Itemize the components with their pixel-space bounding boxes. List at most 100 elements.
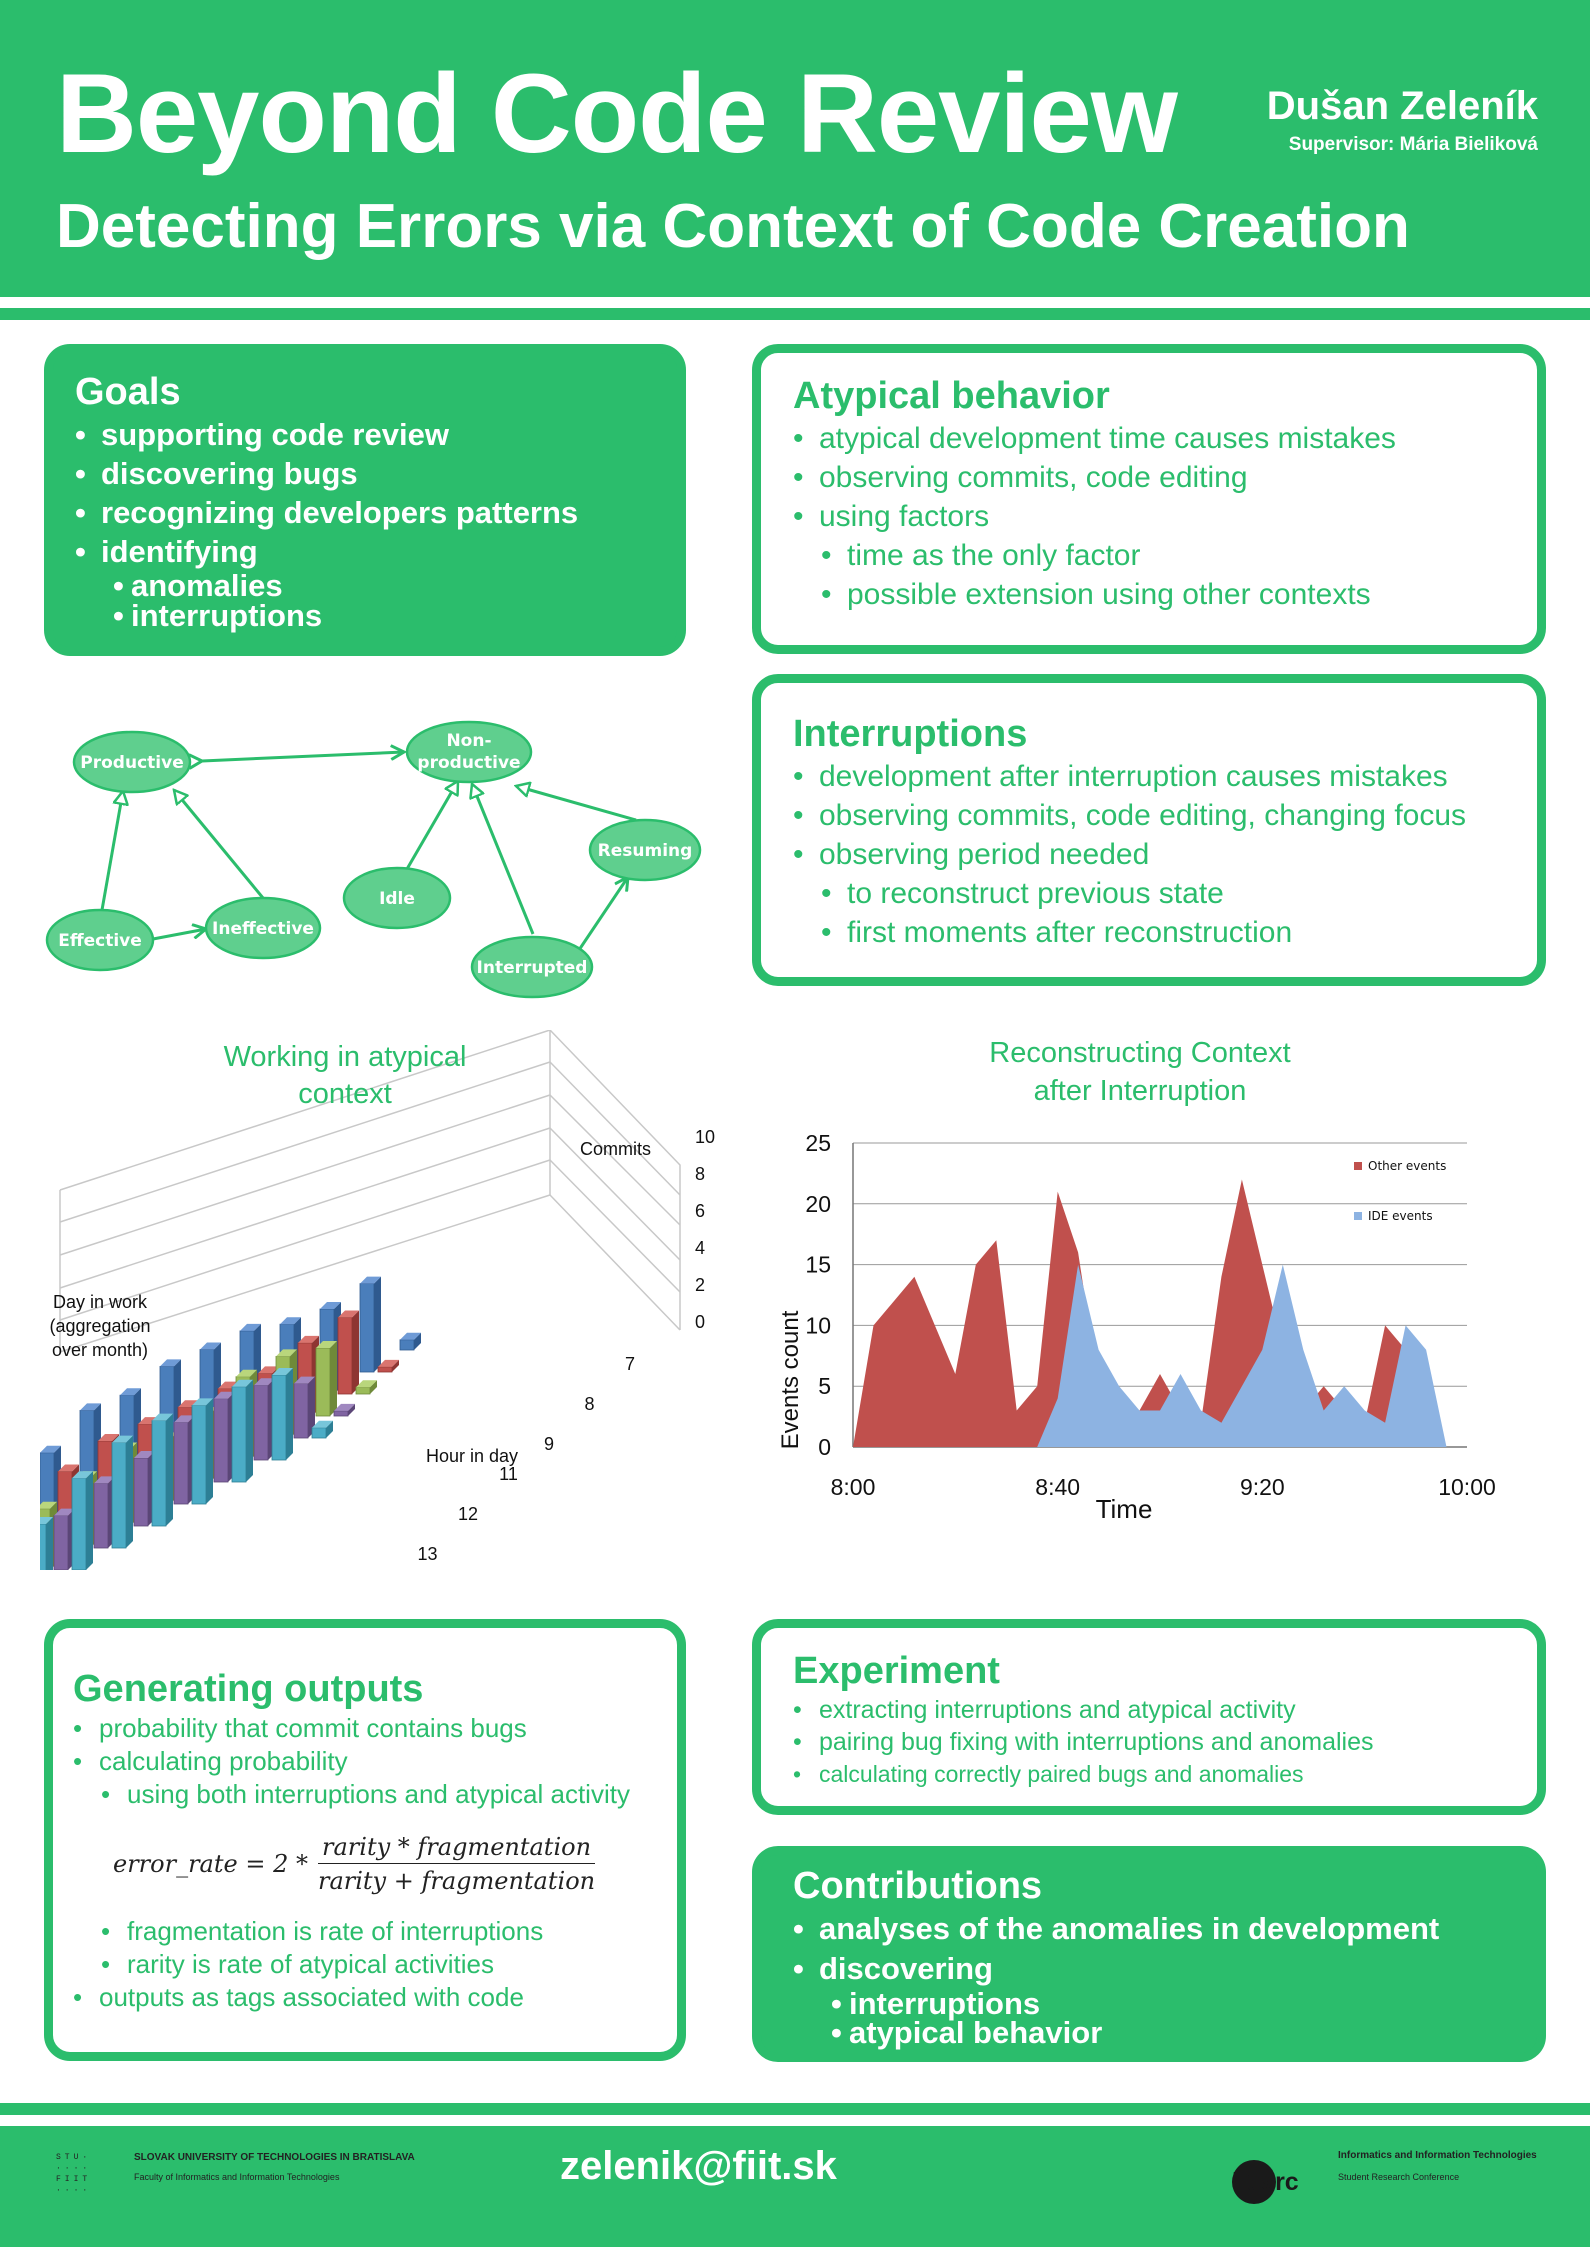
- node-ineffective: [204, 896, 322, 960]
- y-tick-label: 15: [805, 1252, 831, 1278]
- area-chart-title-line2: after Interruption: [1034, 1075, 1247, 1107]
- edge-productive-nonproductive: [202, 752, 404, 761]
- chart3d-y-axis-label-1: Day in work: [53, 1292, 148, 1312]
- university-name: SLOVAK UNIVERSITY OF TECHNOLOGIES IN BRA…: [134, 2152, 415, 2163]
- experiment-list: extracting interruptions and atypical ac…: [793, 1694, 1505, 1790]
- chart3d-bar: [337, 1310, 359, 1395]
- list-item: supporting code review: [75, 415, 655, 454]
- list-item: atypical development time causes mistake…: [793, 419, 1505, 458]
- list-item: extracting interruptions and atypical ac…: [793, 1694, 1505, 1726]
- edge-effective-productive: [100, 791, 123, 911]
- atypical-heading: Atypical behavior: [793, 375, 1110, 417]
- chart3d-bar: [355, 1380, 377, 1395]
- node-label-interrupted: Interrupted: [477, 958, 588, 978]
- x-tick-label: 10:00: [1438, 1474, 1496, 1500]
- chart3d-bar: [315, 1341, 337, 1417]
- formula-denominator: rarity + fragmentation: [317, 1866, 596, 1895]
- node-label-productive: Productive: [80, 753, 183, 773]
- chart3d-bar: [293, 1376, 315, 1439]
- outputs-list-a: probability that commit contains bugs ca…: [73, 1712, 657, 1811]
- list-subitem: to reconstruct previous state: [821, 874, 1505, 913]
- list-item: pairing bug fixing with interruptions an…: [793, 1726, 1505, 1758]
- list-item: development after interruption causes mi…: [793, 757, 1505, 796]
- x-tick-label: 9: [544, 1434, 554, 1454]
- x-tick-label: 8:40: [1035, 1474, 1080, 1500]
- contributions-list: analyses of the anomalies in development…: [793, 1909, 1505, 2048]
- list-subitem: time as the only factor: [821, 536, 1505, 575]
- node-resuming: [588, 818, 702, 882]
- chart3d-bar: [191, 1398, 213, 1505]
- goals-panel: Goals supporting code review discovering…: [44, 344, 686, 656]
- interruptions-list: development after interruption causes mi…: [793, 757, 1505, 952]
- outputs-heading: Generating outputs: [73, 1668, 424, 1710]
- z-tick-label: 10: [695, 1127, 715, 1147]
- edge-interrupted-nonproductive: [472, 784, 535, 935]
- list-subitem: rarity is rate of atypical activities: [101, 1948, 657, 1981]
- stu-fiit-logo: STU· ···· FIIT ····: [56, 2153, 92, 2195]
- series-ide-events-area: [853, 1264, 1467, 1447]
- z-tick-label: 2: [695, 1275, 705, 1295]
- goals-list: supporting code review discovering bugs …: [75, 415, 655, 631]
- list-subitem: fragmentation is rate of interruptions: [101, 1915, 657, 1948]
- chart3d-y-axis-label-3: over month): [52, 1340, 148, 1360]
- poster-subtitle: Detecting Errors via Context of Code Cre…: [56, 192, 1410, 261]
- list-subitem: interruptions: [831, 1988, 1505, 2019]
- atypical-context-3d-chart: Working in atypical context Commits 0246…: [40, 1030, 715, 1570]
- x-tick-label: 8:00: [831, 1474, 876, 1500]
- y-tick-label: 10: [805, 1312, 831, 1338]
- node-label-resuming: Resuming: [598, 841, 693, 861]
- edge-idle-nonproductive: [405, 781, 458, 870]
- z-tick-label: 0: [695, 1312, 705, 1332]
- reconstructing-context-area-chart: Reconstructing Context after Interruptio…: [777, 1037, 1496, 1524]
- chart3d-bars: [40, 1276, 421, 1570]
- chart3d-bar: [151, 1413, 173, 1527]
- chart3d-bar: [53, 1508, 75, 1570]
- chart3d-bar: [377, 1359, 399, 1373]
- list-item: calculating probability: [73, 1745, 657, 1778]
- list-subitem: anomalies: [113, 570, 655, 601]
- y-tick-label: 20: [805, 1191, 831, 1217]
- x-tick-label: 11: [499, 1464, 518, 1484]
- edge-ineffective-productive: [174, 790, 265, 899]
- chart3d-bar: [40, 1517, 53, 1570]
- y-tick-label: 0: [818, 1434, 831, 1460]
- list-item: observing commits, code editing: [793, 458, 1505, 497]
- chart3d-bar: [111, 1435, 133, 1549]
- formula-lhs: error_rate = 2 *: [113, 1849, 308, 1878]
- y-tick-label: 25: [805, 1130, 831, 1156]
- faculty-name: Faculty of Informatics and Information T…: [134, 2172, 340, 2182]
- node-idle: [342, 866, 452, 930]
- area-chart-title-line1: Reconstructing Context: [989, 1037, 1290, 1069]
- conference-title: Informatics and Information Technologies: [1338, 2150, 1537, 2161]
- list-item: analyses of the anomalies in development: [793, 1909, 1505, 1949]
- chart3d-bar: [271, 1368, 293, 1461]
- interruptions-panel: Interruptions development after interrup…: [752, 674, 1546, 986]
- error-rate-formula: error_rate = 2 * rarity * fragmentation …: [113, 1833, 657, 1895]
- legend-swatch: [1354, 1162, 1362, 1170]
- node-interrupted: [470, 935, 594, 999]
- contact-email-link[interactable]: zelenik@fiit.sk: [560, 2144, 837, 2188]
- conference-subtitle: Student Research Conference: [1338, 2172, 1460, 2182]
- formula-numerator: rarity * fragmentation: [318, 1833, 596, 1864]
- outputs-list-b: fragmentation is rate of interruptions r…: [73, 1915, 657, 2014]
- chart3d-z-axis-label: Commits: [580, 1139, 651, 1159]
- atypical-behavior-panel: Atypical behavior atypical development t…: [752, 344, 1546, 654]
- node-effective: [45, 908, 155, 972]
- list-item: identifying: [75, 532, 655, 571]
- footer-band: [0, 2126, 1590, 2247]
- experiment-heading: Experiment: [793, 1650, 1000, 1692]
- list-item: probability that commit contains bugs: [73, 1712, 657, 1745]
- x-tick-label: 9:20: [1240, 1474, 1285, 1500]
- list-item: discovering bugs: [75, 454, 655, 493]
- list-item: using factors: [793, 497, 1505, 536]
- list-item: discovering: [793, 1949, 1505, 1989]
- list-item: recognizing developers patterns: [75, 493, 655, 532]
- chart3d-grid: [59, 1030, 681, 1353]
- contributions-panel: Contributions analyses of the anomalies …: [752, 1846, 1546, 2062]
- list-item: outputs as tags associated with code: [73, 1981, 657, 2014]
- author-name: Dušan Zeleník: [1266, 84, 1538, 128]
- generating-outputs-panel: Generating outputs probability that comm…: [44, 1619, 686, 2061]
